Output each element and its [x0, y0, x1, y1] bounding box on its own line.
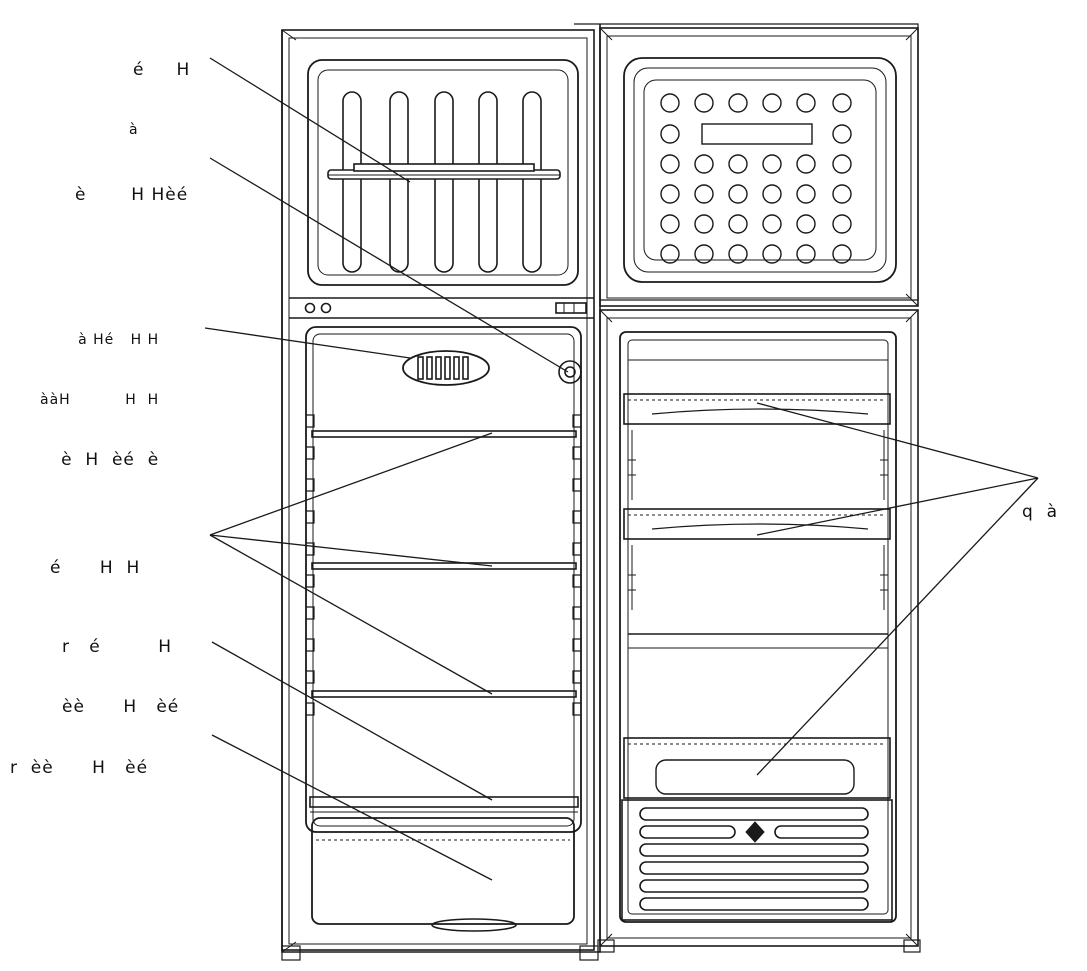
label-thermostat: è H Hèé: [75, 185, 189, 205]
shelf-supports: [306, 414, 581, 716]
label-lamp-cover: à Hé H H ààH H H è H èé è: [40, 332, 160, 470]
fresh-food-compartment: [305, 326, 582, 932]
control-strip: [289, 297, 594, 319]
fresh-food-door: [597, 309, 921, 953]
freezer-door: [574, 23, 919, 307]
label-glass-shelves: é H H: [50, 558, 141, 578]
freezer-compartment: [307, 59, 579, 286]
label-crisper-cover: r é H èè H èé: [62, 637, 180, 717]
label-crisper-drawer: r èè H èé: [10, 758, 149, 778]
label-door-shelves: q à: [1022, 502, 1059, 522]
label-freezer-shelf: é H à: [129, 60, 191, 138]
leader-lines: [204, 57, 1039, 881]
